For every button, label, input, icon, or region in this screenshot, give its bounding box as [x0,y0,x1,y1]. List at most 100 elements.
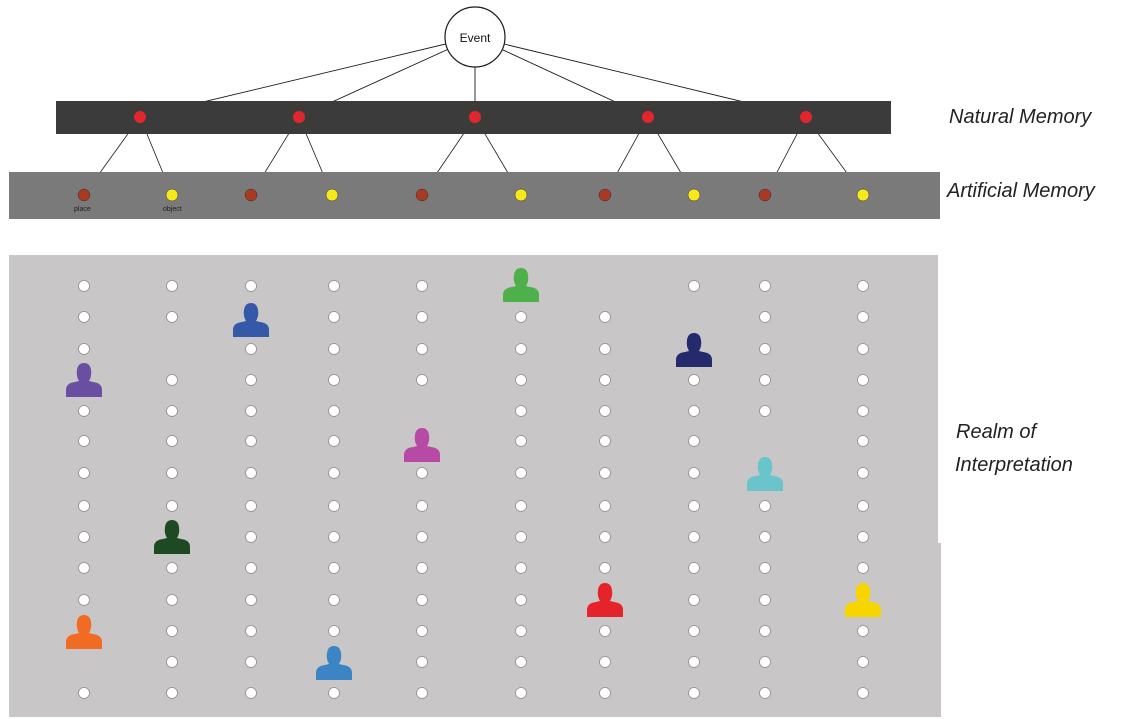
grid-dot [245,594,257,606]
grid-dot [688,405,700,417]
artificial-object-node [325,188,339,202]
grid-dot [515,405,527,417]
natural-node-4 [642,111,654,123]
grid-dot [245,656,257,668]
artificial-place-node [77,188,91,202]
grid-dot [245,374,257,386]
person-orange-icon [66,615,102,649]
grid-dot [515,562,527,574]
grid-dot [515,531,527,543]
interpreters [66,268,881,680]
grid-dot [759,280,771,292]
grid-dot [759,405,771,417]
grid-dot [416,374,428,386]
grid-dot [515,374,527,386]
grid-dot [857,625,869,637]
natural-node-2 [293,111,305,123]
grid-dot [245,435,257,447]
grid-dot [245,531,257,543]
person-cyan-icon [747,457,783,491]
grid-dot [515,656,527,668]
artificial-memory-label: Artificial Memory [947,180,1095,202]
grid-dot [78,405,90,417]
grid-dot [599,405,611,417]
grid-dot [328,594,340,606]
grid-dot [759,374,771,386]
grid-dot [166,467,178,479]
grid-dot [515,343,527,355]
grid-dot [759,594,771,606]
grid-dot [857,500,869,512]
artificial-object-node [165,188,179,202]
grid-dot [78,435,90,447]
realm-label-line2: Interpretation [955,454,1073,476]
grid-dot [328,531,340,543]
grid-dot [688,500,700,512]
grid-dot [328,562,340,574]
grid-dot [515,500,527,512]
event-node [444,6,506,68]
artificial-object-node [687,188,701,202]
artificial-memory-nodes [77,188,870,202]
grid-dot [416,280,428,292]
realm-of-interpretation-panel [9,255,941,717]
grid-dot [857,467,869,479]
grid-dot [416,687,428,699]
grid-dot [328,625,340,637]
grid-dot [328,687,340,699]
grid-dot [328,467,340,479]
grid-dot [688,562,700,574]
natural-node-1 [134,111,146,123]
grid-dot [416,343,428,355]
grid-dot [78,311,90,323]
grid-dot [599,500,611,512]
grid-dot [78,500,90,512]
grid-dot [599,625,611,637]
grid-dot [416,311,428,323]
grid-dot [599,656,611,668]
artificial-object-node [514,188,528,202]
grid-dot [166,374,178,386]
grid-dot [599,311,611,323]
grid-dot [328,374,340,386]
interpretation-grid [78,280,869,699]
grid-dot [166,562,178,574]
grid-dot [245,343,257,355]
grid-dot [599,343,611,355]
grid-dot [166,625,178,637]
grid-dot [245,467,257,479]
artificial-place-node [415,188,429,202]
grid-dot [515,467,527,479]
grid-dot [688,467,700,479]
grid-dot [599,374,611,386]
grid-dot [328,405,340,417]
grid-dot [688,280,700,292]
person-violet-icon [66,363,102,397]
grid-dot [166,405,178,417]
event-label: Event [460,31,491,45]
grid-dot [515,311,527,323]
grid-dot [688,656,700,668]
grid-dot [416,656,428,668]
grid-dot [759,343,771,355]
grid-dot [166,687,178,699]
artificial-place-node [244,188,258,202]
grid-dot [857,280,869,292]
grid-dot [759,531,771,543]
grid-dot [759,625,771,637]
grid-dot [328,500,340,512]
grid-dot [416,562,428,574]
grid-dot [599,435,611,447]
grid-dot [688,531,700,543]
artificial-place-node [758,188,772,202]
grid-dot [416,625,428,637]
grid-dot [245,500,257,512]
grid-dot [166,435,178,447]
person-navy-icon [676,333,712,367]
grid-dot [857,405,869,417]
grid-dot [759,311,771,323]
grid-dot [166,311,178,323]
grid-dot [857,435,869,447]
grid-dot [245,687,257,699]
grid-dot [245,625,257,637]
